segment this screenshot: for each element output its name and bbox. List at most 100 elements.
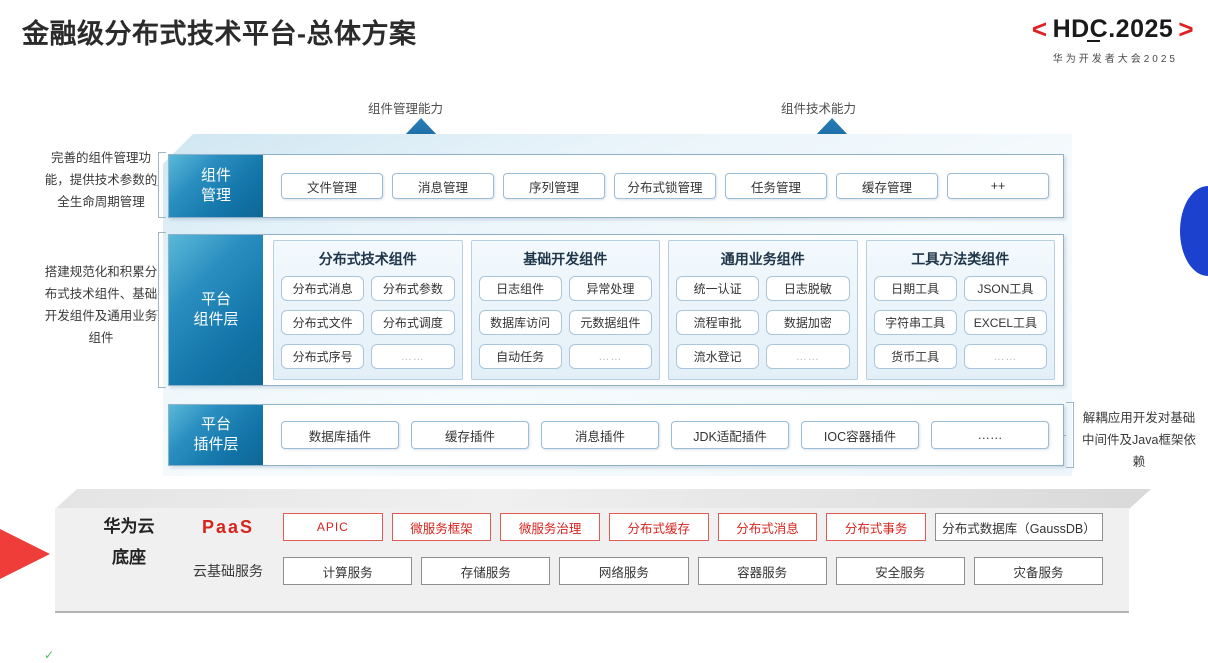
cell-more[interactable]: …… — [963, 344, 1047, 369]
cell-distributed-file[interactable]: 分布式文件 — [281, 310, 365, 335]
cloud-base-section: 华为云 底座 PaaS APIC 微服务框架 微服务治理 分布式缓存 分布式消息… — [55, 489, 1151, 613]
layer-title-line2: 插件层 — [193, 436, 239, 453]
basic-services-items: 计算服务 存储服务 网络服务 容器服务 安全服务 灾备服务 — [283, 557, 1104, 585]
layer-body-component-management: 文件管理 消息管理 序列管理 分布式锁管理 任务管理 缓存管理 ++ — [263, 155, 1063, 217]
cloud-basic-services-row: 云基础服务 计算服务 存储服务 网络服务 容器服务 安全服务 灾备服务 — [173, 553, 1104, 589]
bracket-platform-plugin — [1061, 402, 1074, 468]
hdc-logo-text: HDC.2025 — [1052, 15, 1174, 43]
chip-more-plus[interactable]: ++ — [947, 173, 1049, 199]
group-grid: 日志组件 异常处理 数据库访问 元数据组件 自动任务 …… — [478, 276, 652, 373]
layer-body-platform-component: 分布式技术组件 分布式消息 分布式参数 分布式文件 分布式调度 分布式序号 ……… — [263, 235, 1063, 385]
layer-body-platform-plugin: 数据库插件 缓存插件 消息插件 JDK适配插件 IOC容器插件 …… — [263, 405, 1063, 465]
cell-distributed-message[interactable]: 分布式消息 — [281, 276, 365, 301]
chip-database-plugin[interactable]: 数据库插件 — [281, 421, 399, 449]
cell-more[interactable]: …… — [371, 344, 455, 369]
layer-platform-component: 平台 组件层 分布式技术组件 分布式消息 分布式参数 分布式文件 分布式调度 分… — [168, 234, 1064, 386]
pill-network-service[interactable]: 网络服务 — [559, 557, 689, 585]
chip-file-management[interactable]: 文件管理 — [281, 173, 383, 199]
angle-bracket-right-icon: > — [1178, 14, 1194, 44]
pill-distributed-transaction[interactable]: 分布式事务 — [826, 513, 926, 541]
cell-distributed-schedule[interactable]: 分布式调度 — [371, 310, 455, 335]
pill-compute-service[interactable]: 计算服务 — [283, 557, 413, 585]
pill-container-service[interactable]: 容器服务 — [697, 557, 827, 585]
group-grid: 日期工具 JSON工具 字符串工具 EXCEL工具 货币工具 …… — [873, 276, 1047, 373]
group-grid: 统一认证 日志脱敏 流程审批 数据加密 流水登记 …… — [676, 276, 850, 373]
cell-log-desensitization[interactable]: 日志脱敏 — [766, 276, 850, 301]
pill-distributed-message[interactable]: 分布式消息 — [717, 513, 818, 541]
arrow-label-component-technology: 组件技术能力 — [781, 102, 857, 116]
group-distributed-tech-components: 分布式技术组件 分布式消息 分布式参数 分布式文件 分布式调度 分布式序号 …… — [273, 240, 463, 380]
pill-distributed-cache[interactable]: 分布式缓存 — [608, 513, 709, 541]
cell-exception-handling[interactable]: 异常处理 — [568, 276, 652, 301]
cell-distributed-sequence[interactable]: 分布式序号 — [281, 344, 365, 369]
pill-microservice-framework[interactable]: 微服务框架 — [391, 513, 492, 541]
cell-auto-task[interactable]: 自动任务 — [478, 344, 562, 369]
cell-excel-tool[interactable]: EXCEL工具 — [963, 310, 1047, 335]
layer-title-platform-plugin: 平台 插件层 — [169, 405, 263, 465]
chip-cache-plugin[interactable]: 缓存插件 — [411, 421, 529, 449]
layer-title-line1: 平台 — [200, 415, 231, 433]
cell-json-tool[interactable]: JSON工具 — [963, 276, 1047, 301]
chip-more[interactable]: …… — [931, 421, 1049, 449]
cell-unified-authentication[interactable]: 统一认证 — [676, 276, 760, 301]
blue-blob-decoration — [1180, 186, 1208, 276]
cell-data-encryption[interactable]: 数据加密 — [766, 310, 850, 335]
cell-more[interactable]: …… — [766, 344, 850, 369]
pill-apic[interactable]: APIC — [283, 513, 383, 541]
chip-message-plugin[interactable]: 消息插件 — [541, 421, 659, 449]
paas-row-label: PaaS — [201, 516, 255, 537]
arrow-label-component-management: 组件管理能力 — [368, 102, 444, 116]
chip-jdk-adapter-plugin[interactable]: JDK适配插件 — [671, 421, 789, 449]
cell-database-access[interactable]: 数据库访问 — [478, 310, 562, 335]
cloud-base-label-line1: 华为云 — [103, 517, 155, 536]
cell-log-component[interactable]: 日志组件 — [478, 276, 562, 301]
cell-string-tool[interactable]: 字符串工具 — [873, 310, 957, 335]
hdc-logo-subtitle: 华为开发者大会2025 — [1052, 54, 1178, 65]
chip-ioc-container-plugin[interactable]: IOC容器插件 — [801, 421, 919, 449]
layer-component-management: 组件 管理 文件管理 消息管理 序列管理 分布式锁管理 任务管理 缓存管理 ++ — [168, 154, 1064, 218]
pill-disaster-recovery-service[interactable]: 灾备服务 — [973, 557, 1104, 585]
layer-platform-plugin: 平台 插件层 数据库插件 缓存插件 消息插件 JDK适配插件 IOC容器插件 …… — [168, 404, 1064, 466]
chip-cache-management[interactable]: 缓存管理 — [836, 173, 938, 199]
layer-title-component-management: 组件 管理 — [169, 155, 263, 217]
cloud-paas-row: PaaS APIC 微服务框架 微服务治理 分布式缓存 分布式消息 分布式事务 … — [173, 509, 1103, 545]
pill-security-service[interactable]: 安全服务 — [835, 557, 965, 585]
cloud-base-top-bevel — [55, 489, 1151, 509]
chip-task-management[interactable]: 任务管理 — [725, 173, 827, 199]
layer-title-line2: 组件层 — [193, 311, 239, 328]
hdc-logo: < HDC.2025 > 华为开发者大会2025 — [934, 14, 1194, 65]
bracket-platform-component — [154, 232, 166, 388]
pill-storage-service[interactable]: 存储服务 — [421, 557, 551, 585]
chip-message-management[interactable]: 消息管理 — [392, 173, 494, 199]
group-title: 工具方法类组件 — [911, 251, 1010, 267]
group-tool-method-components: 工具方法类组件 日期工具 JSON工具 字符串工具 EXCEL工具 货币工具 …… — [865, 240, 1055, 380]
side-note-left-bottom: 搭建规范化和积累分布式技术组件、基础开发组件及通用业务组件 — [44, 265, 158, 345]
side-note-left-top: 完善的组件管理功能，提供技术参数的全生命周期管理 — [44, 151, 158, 209]
cell-distributed-parameter[interactable]: 分布式参数 — [371, 276, 455, 301]
cell-process-approval[interactable]: 流程审批 — [676, 310, 760, 335]
group-grid: 分布式消息 分布式参数 分布式文件 分布式调度 分布式序号 …… — [281, 276, 455, 373]
angle-bracket-left-icon: < — [1031, 14, 1048, 44]
cell-metadata-component[interactable]: 元数据组件 — [568, 310, 652, 335]
red-wedge-decoration — [0, 508, 50, 600]
pill-distributed-database-gaussdb[interactable]: 分布式数据库（GaussDB） — [934, 513, 1103, 541]
layer-title-line2: 管理 — [200, 187, 231, 204]
group-common-business-components: 通用业务组件 统一认证 日志脱敏 流程审批 数据加密 流水登记 …… — [668, 240, 858, 380]
cell-transaction-record[interactable]: 流水登记 — [676, 344, 760, 369]
bracket-component-management — [154, 152, 166, 218]
hdc-logo-main: < HDC.2025 > — [934, 14, 1194, 45]
pill-microservice-governance[interactable]: 微服务治理 — [500, 513, 600, 541]
group-title: 通用业务组件 — [720, 251, 805, 267]
cloud-base-rows: PaaS APIC 微服务框架 微服务治理 分布式缓存 分布式消息 分布式事务 … — [173, 509, 1104, 597]
group-title: 分布式技术组件 — [318, 251, 417, 267]
layer-title-line1: 组件 — [200, 166, 231, 184]
chip-sequence-management[interactable]: 序列管理 — [503, 173, 605, 199]
paas-items: APIC 微服务框架 微服务治理 分布式缓存 分布式消息 分布式事务 分布式数据… — [283, 513, 1103, 541]
cell-currency-tool[interactable]: 货币工具 — [873, 344, 957, 369]
cell-date-tool[interactable]: 日期工具 — [873, 276, 957, 301]
page-title: 金融级分布式技术平台-总体方案 — [22, 19, 417, 49]
group-basic-dev-components: 基础开发组件 日志组件 异常处理 数据库访问 元数据组件 自动任务 …… — [470, 240, 660, 380]
side-note-right: 解耦应用开发对基础中间件及Java框架依赖 — [1082, 411, 1196, 469]
chip-distributed-lock-management[interactable]: 分布式锁管理 — [614, 173, 716, 199]
cell-more[interactable]: …… — [568, 344, 652, 369]
